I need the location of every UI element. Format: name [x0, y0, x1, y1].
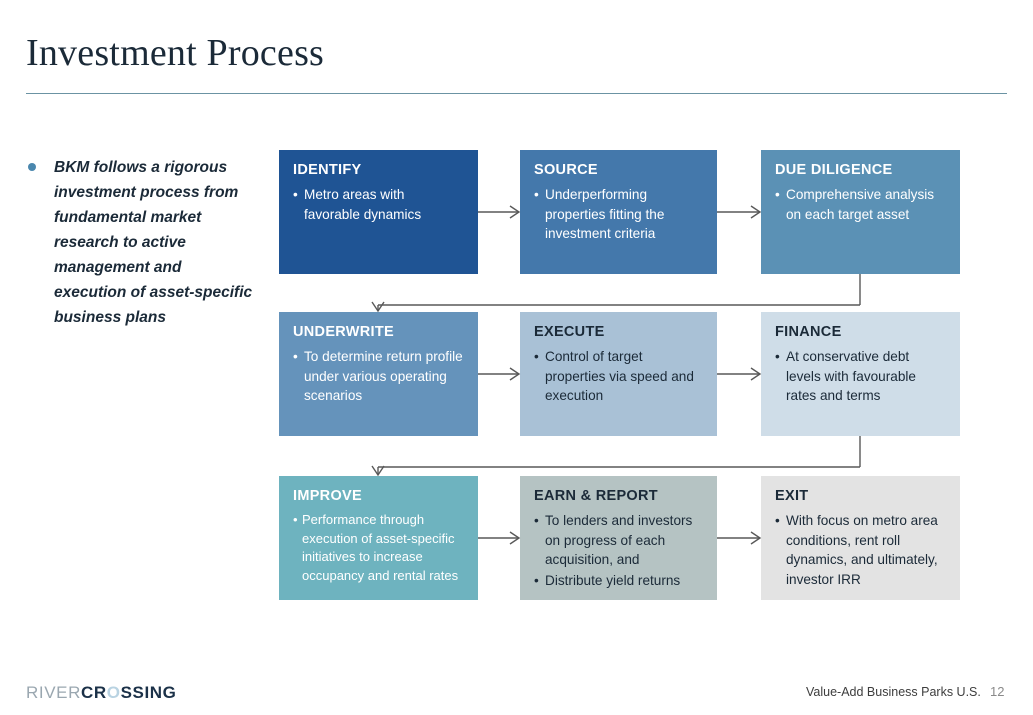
process-box-title: EARN & REPORT [534, 488, 658, 504]
process-box-list: Control of target properties via speed a… [534, 347, 703, 406]
page-title: Investment Process [26, 32, 325, 74]
process-box-underwrite: UNDERWRITE To determine return profile un… [279, 312, 478, 436]
process-row-3: IMPROVE Performance through execution of … [0, 476, 1033, 600]
process-box-list: At conservative debt levels with favoura… [775, 347, 946, 406]
logo-text-ssing: SSING [120, 683, 177, 702]
intro-bullet-text: BKM follows a rigorous investment proces… [54, 159, 253, 326]
logo-text-o: O [106, 683, 121, 702]
process-box-source: SOURCE Underperforming properties fitting… [520, 150, 717, 274]
process-box-list: Underperforming properties fitting the i… [534, 185, 703, 244]
process-box-list: Comprehensive analysis on each target as… [775, 185, 946, 224]
process-box-list: Performance through execution of asset-s… [293, 511, 464, 585]
page-number: 12 [990, 684, 1005, 699]
process-box-list: Metro areas with favorable dynamics [293, 185, 464, 224]
logo-text-river: RIVER [26, 683, 81, 702]
process-box-list: To lenders and investors on progress of … [534, 511, 703, 590]
process-box-list-item: Underperforming properties fitting the i… [534, 185, 703, 244]
process-box-list-item: Metro areas with favorable dynamics [293, 185, 464, 224]
process-box-finance: FINANCE At conservative debt levels with … [761, 312, 960, 436]
process-box-list-item: At conservative debt levels with favoura… [775, 347, 946, 406]
bullet-dot-icon [28, 163, 36, 171]
process-box-list-item: Comprehensive analysis on each target as… [775, 185, 946, 224]
process-box-list-item: Performance through execution of asset-s… [293, 511, 464, 585]
process-box-improve: IMPROVE Performance through execution of … [279, 476, 478, 600]
company-logo: RIVERCROSSING [26, 683, 176, 703]
process-box-earn-report: EARN & REPORT To lenders and investors on… [520, 476, 717, 600]
process-box-title: FINANCE [775, 324, 842, 340]
process-box-list-item: With focus on metro area conditions, ren… [775, 511, 946, 589]
title-divider [26, 93, 1007, 94]
process-row-2: UNDERWRITE To determine return profile un… [0, 312, 1033, 436]
process-row-1: IDENTIFY Metro areas with favorable dynam… [0, 150, 1033, 274]
process-box-list-item: Distribute yield returns [534, 571, 703, 591]
process-box-title: SOURCE [534, 162, 598, 178]
process-box-title: EXIT [775, 488, 809, 504]
process-box-execute: EXECUTE Control of target properties via … [520, 312, 717, 436]
process-box-list: With focus on metro area conditions, ren… [775, 511, 946, 589]
process-box-title: UNDERWRITE [293, 324, 395, 340]
process-box-title: DUE DILIGENCE [775, 162, 893, 178]
process-box-list: To determine return profile under variou… [293, 347, 464, 406]
process-box-title: EXECUTE [534, 324, 605, 340]
intro-bullet-block: BKM follows a rigorous investment proces… [26, 155, 258, 330]
process-box-title: IMPROVE [293, 488, 362, 504]
process-box-list-item: Control of target properties via speed a… [534, 347, 703, 406]
process-box-list-item: To lenders and investors on progress of … [534, 511, 703, 570]
process-box-identify: IDENTIFY Metro areas with favorable dynam… [279, 150, 478, 274]
logo-text-cr: CR [80, 683, 107, 702]
process-box-exit: EXIT With focus on metro area conditions,… [761, 476, 960, 600]
process-box-due-diligence: DUE DILIGENCE Comprehensive analysis on e… [761, 150, 960, 274]
footer-note: Value-Add Business Parks U.S. [806, 685, 981, 699]
process-box-list-item: To determine return profile under variou… [293, 347, 464, 406]
process-box-title: IDENTIFY [293, 162, 362, 178]
